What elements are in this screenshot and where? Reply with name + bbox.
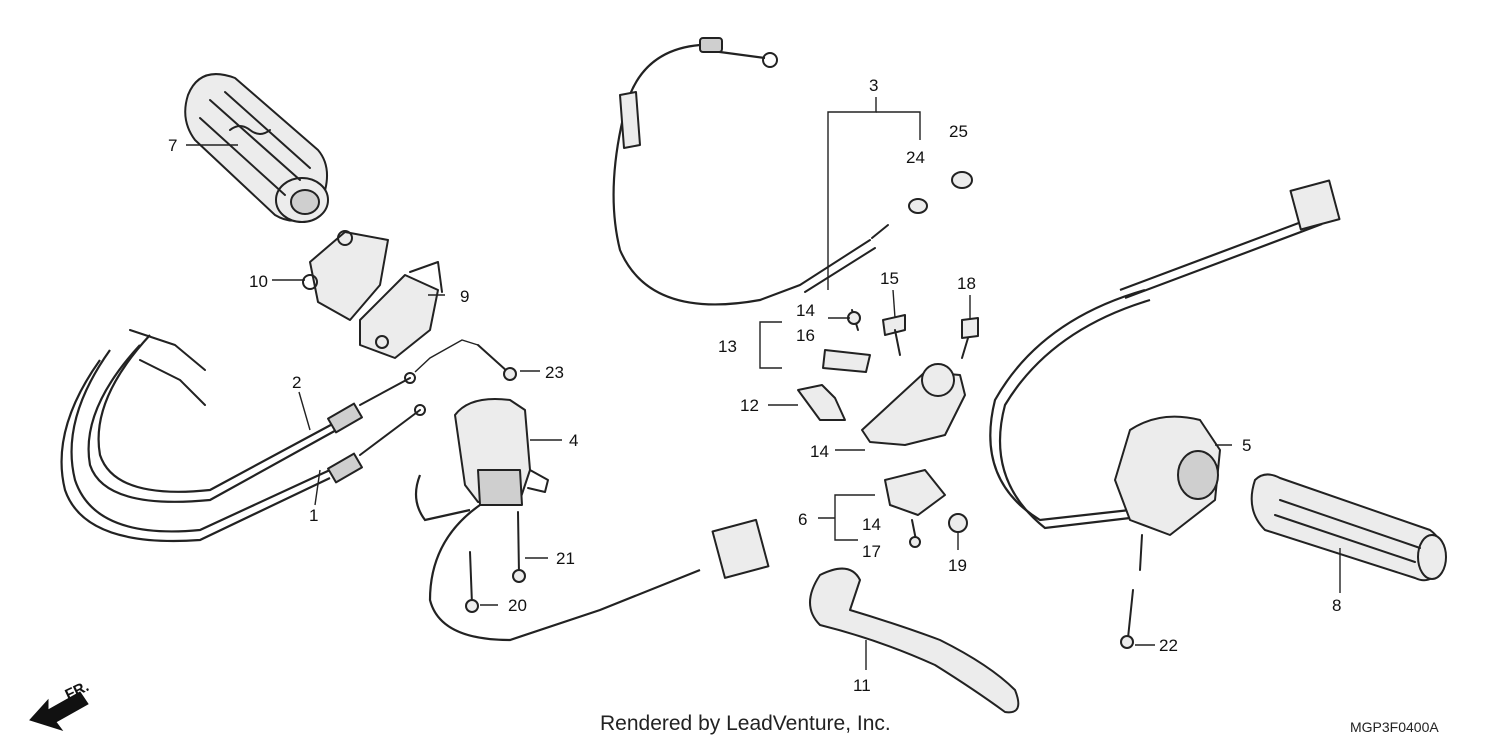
part-20-21-screws bbox=[465, 511, 526, 613]
callout-16: 16 bbox=[796, 326, 815, 345]
callout-23: 23 bbox=[545, 363, 564, 382]
part-19-nut bbox=[948, 513, 968, 533]
callout-numbers: 7 10 9 23 2 1 3 25 24 4 5 15 18 14 16 13… bbox=[168, 76, 1341, 695]
part-11-clutch-lever bbox=[809, 567, 1020, 714]
part-6-clutch-switch bbox=[884, 469, 946, 548]
callout-7: 7 bbox=[168, 136, 177, 155]
part-23-bolt bbox=[477, 344, 517, 381]
callout-22: 22 bbox=[1159, 636, 1178, 655]
callout-20: 20 bbox=[508, 596, 527, 615]
callout-11: 11 bbox=[853, 676, 871, 695]
callout-15: 15 bbox=[880, 269, 899, 288]
callout-6: 6 bbox=[798, 510, 807, 529]
part-3-clutch-cable bbox=[612, 37, 889, 306]
render-credit: Rendered by LeadVenture, Inc. bbox=[600, 712, 891, 735]
part-8-right-grip bbox=[1250, 473, 1447, 582]
part-1-2-throttle-cables bbox=[60, 329, 426, 542]
callout-24: 24 bbox=[906, 148, 925, 167]
callout-2: 2 bbox=[292, 373, 301, 392]
part-7-left-grip bbox=[184, 73, 329, 223]
front-direction-label: FR. bbox=[63, 678, 92, 704]
part-22-screw bbox=[1120, 589, 1134, 649]
front-direction-arrow: FR. bbox=[29, 678, 92, 731]
clutch-lever-bracket bbox=[797, 309, 979, 446]
part-4-left-switch bbox=[414, 398, 770, 642]
callout-9: 9 bbox=[460, 287, 469, 306]
callout-1: 1 bbox=[309, 506, 318, 525]
part-5-right-switch bbox=[989, 179, 1341, 571]
callout-10: 10 bbox=[249, 272, 268, 291]
callout-4: 4 bbox=[569, 431, 578, 450]
callout-5: 5 bbox=[1242, 436, 1251, 455]
callout-3: 3 bbox=[869, 76, 878, 95]
callout-17: 17 bbox=[862, 542, 881, 561]
callout-21: 21 bbox=[556, 549, 575, 568]
callout-25: 25 bbox=[949, 122, 968, 141]
leader-lines bbox=[186, 97, 1341, 670]
callout-18: 18 bbox=[957, 274, 976, 293]
callout-14b: 14 bbox=[810, 442, 829, 461]
callout-12: 12 bbox=[740, 396, 759, 415]
part-10-throttle-housing bbox=[302, 230, 389, 321]
callout-8: 8 bbox=[1332, 596, 1341, 615]
part-9-throttle-housing-lower bbox=[359, 261, 443, 359]
part-24-25-nuts bbox=[908, 171, 973, 214]
callout-14a: 14 bbox=[796, 301, 815, 320]
diagram-code: MGP3F0400A bbox=[1350, 719, 1439, 735]
callout-13: 13 bbox=[718, 337, 737, 356]
callout-19: 19 bbox=[948, 556, 967, 575]
callout-14c: 14 bbox=[862, 515, 881, 534]
